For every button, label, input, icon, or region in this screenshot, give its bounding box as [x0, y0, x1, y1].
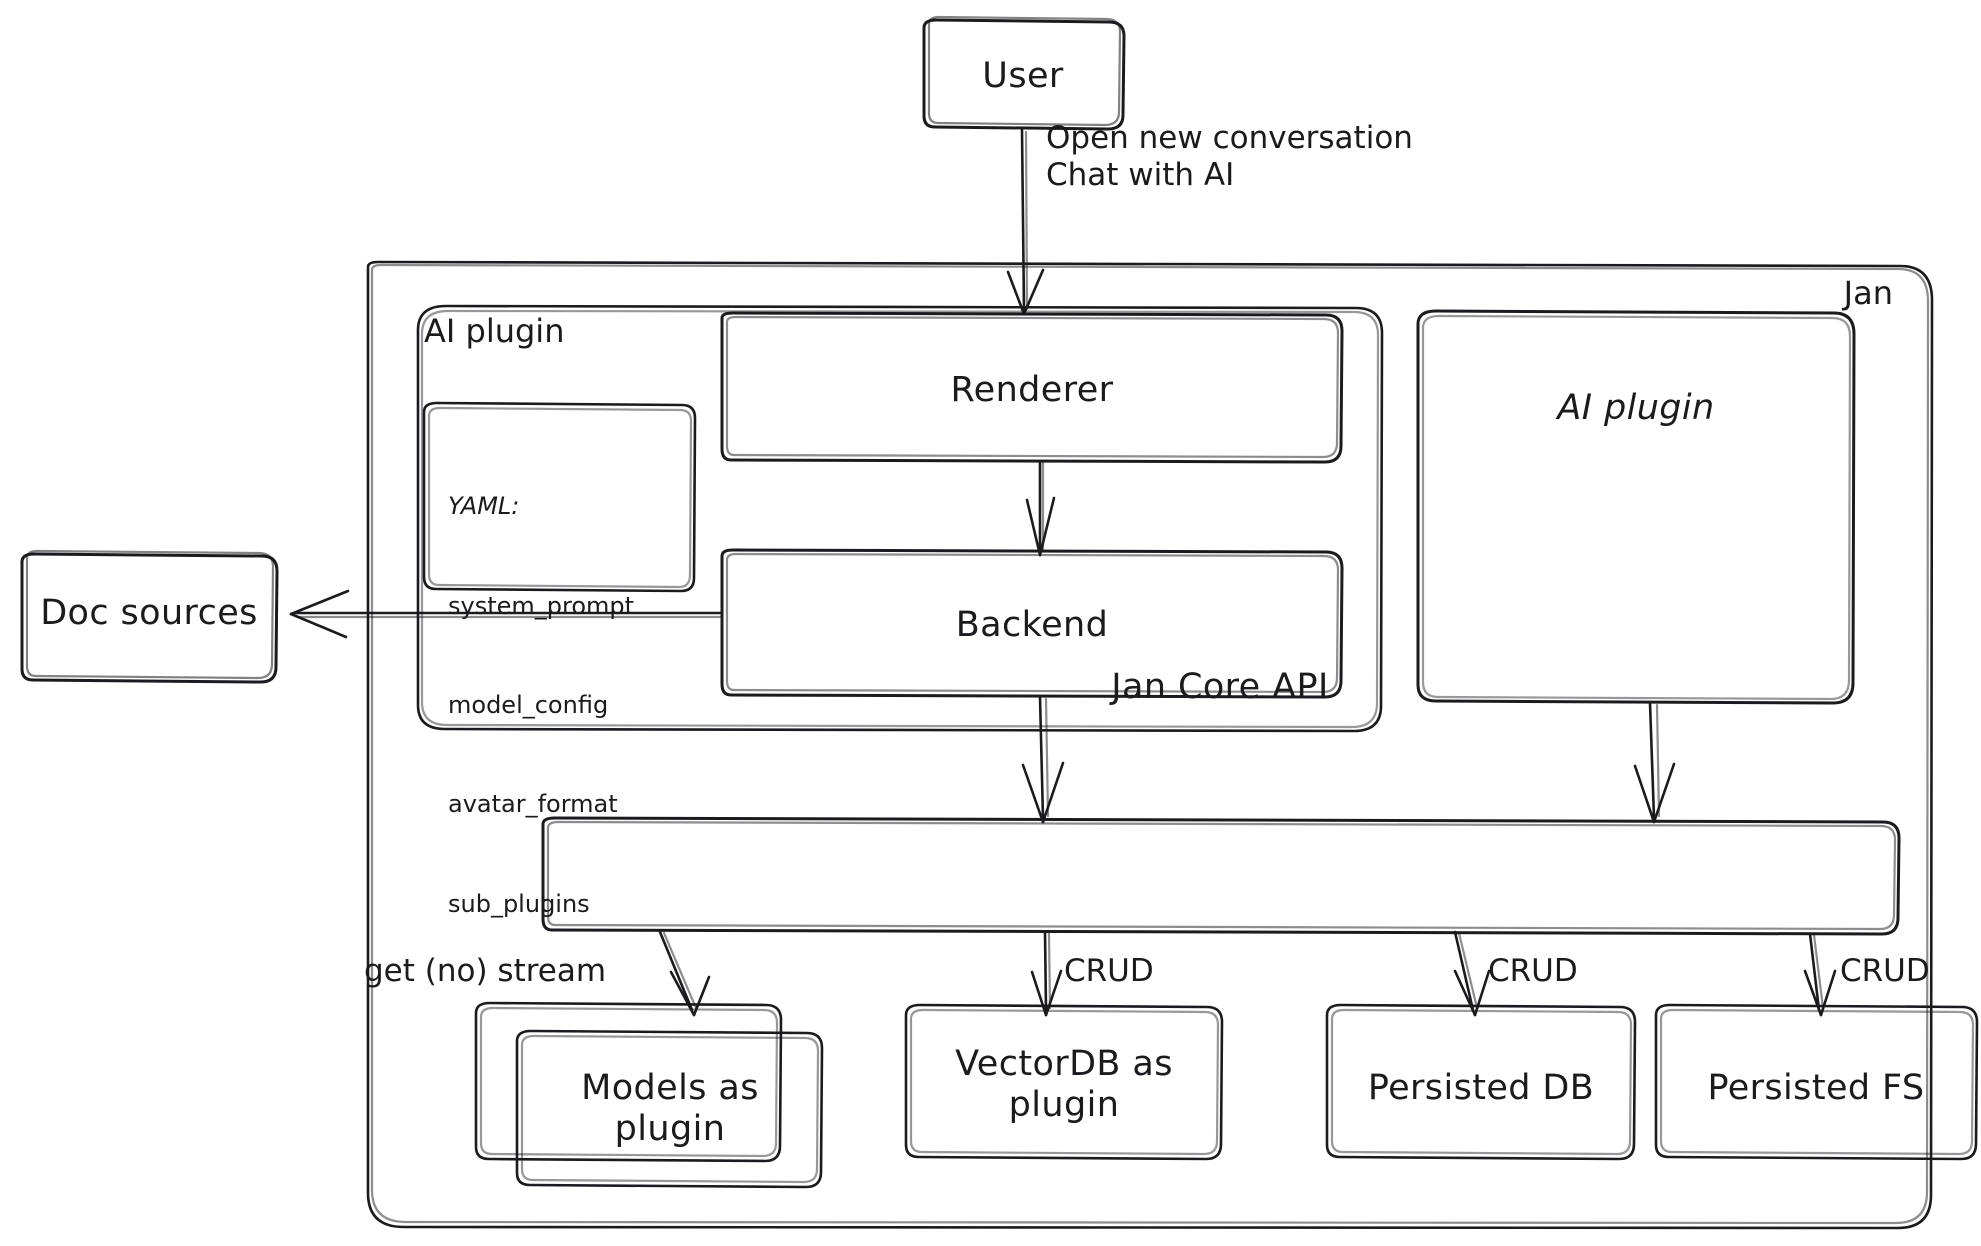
node-persisted-db-outline — [1325, 1003, 1637, 1161]
container-label-ai-plugin-group: AI plugin — [424, 312, 565, 350]
node-label-persisted-db[interactable]: Persisted DB — [1367, 1068, 1595, 1108]
node-persisted-fs-outline — [1654, 1003, 1979, 1161]
edge-backend-docsources-arrow — [289, 589, 724, 639]
node-label-doc-sources[interactable]: Doc sources — [40, 593, 258, 633]
yaml-key-system-prompt: system_prompt — [448, 591, 635, 620]
container-jan-outline — [366, 260, 1934, 1230]
edge-label-get-no-stream: get (no) stream — [364, 953, 607, 989]
edge-label-crud-vectordb: CRUD — [1064, 953, 1154, 989]
edge-core-persisted-db-arrow — [1453, 930, 1491, 1017]
edge-label-user-renderer: Open new conversation Chat with AI — [1046, 120, 1413, 193]
node-label-models-plugin[interactable]: Models as plugin — [581, 1068, 759, 1150]
node-label-jan-core-api[interactable]: Jan Core API — [1111, 667, 1329, 707]
yaml-key-avatar-format: avatar_format — [448, 790, 618, 819]
card-yaml-outline — [422, 401, 697, 593]
node-renderer-outline — [720, 311, 1344, 464]
card-yaml-content: YAML: system_prompt model_config avatar_… — [448, 424, 634, 987]
edge-aiplugin-core-arrow — [1633, 701, 1676, 824]
node-label-vectordb-plugin[interactable]: VectorDB as plugin — [955, 1044, 1173, 1126]
yaml-key-sub-plugins: sub_plugins — [448, 889, 590, 918]
container-ai-plugin-group-outline — [416, 304, 1384, 733]
node-models-plugin-outline-front — [515, 1029, 824, 1189]
node-label-renderer[interactable]: Renderer — [950, 370, 1114, 410]
edge-renderer-backend-arrow — [1025, 460, 1056, 557]
node-ai-plugin-outline — [1416, 309, 1856, 705]
node-label-user[interactable]: User — [982, 56, 1064, 96]
node-doc-sources-outline — [20, 549, 279, 684]
edge-core-vectordb-arrow — [1030, 930, 1063, 1017]
node-backend-outline — [720, 548, 1344, 699]
edge-label-crud-persisted-db: CRUD — [1488, 953, 1578, 989]
node-models-plugin-outline-back — [474, 1001, 783, 1163]
node-label-persisted-fs[interactable]: Persisted FS — [1707, 1068, 1925, 1108]
node-user-outline — [922, 15, 1126, 131]
edge-core-models-arrow — [658, 930, 711, 1017]
edge-core-persisted-fs-arrow — [1803, 932, 1837, 1017]
edge-user-renderer-arrow — [1006, 128, 1045, 316]
node-label-ai-plugin[interactable]: AI plugin — [1557, 388, 1715, 428]
yaml-heading: YAML: — [448, 492, 520, 521]
edge-label-crud-persisted-fs: CRUD — [1840, 953, 1930, 989]
container-label-jan: Jan — [1843, 274, 1893, 312]
node-vectordb-plugin-outline — [904, 1003, 1224, 1161]
yaml-key-model-config: model_config — [448, 690, 609, 719]
node-jan-core-api-outline — [541, 816, 1901, 936]
node-label-backend[interactable]: Backend — [955, 605, 1109, 645]
edge-backend-core-arrow — [1021, 695, 1065, 824]
